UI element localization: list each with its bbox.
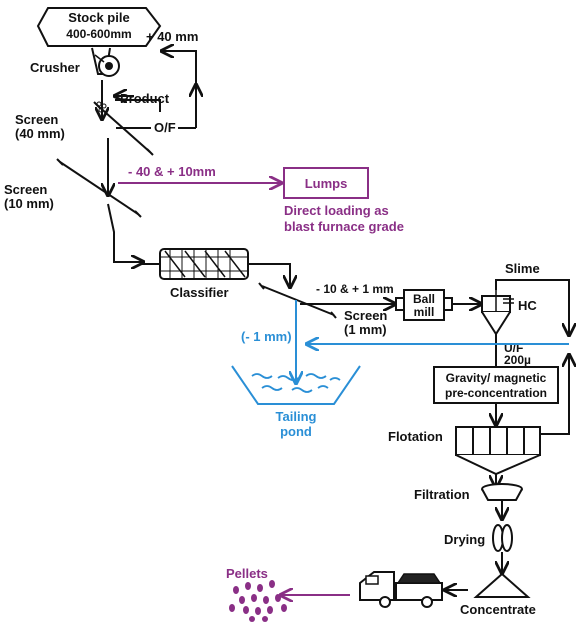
lumps-label: Lumps xyxy=(305,176,348,191)
concentrate-pile-icon xyxy=(473,572,531,598)
product-label: Product xyxy=(120,91,170,106)
minus40-label: - 40 & + 10mm xyxy=(128,164,216,179)
filtration-label: Filtration xyxy=(414,487,470,502)
direct-loading-label-2: blast furnace grade xyxy=(284,219,404,234)
screen10-label-2: (10 mm) xyxy=(4,196,54,211)
tailing-label-2: pond xyxy=(280,424,312,439)
hydrocyclone-icon xyxy=(481,290,514,336)
tailing-pond-icon xyxy=(231,365,361,405)
pellets-icon xyxy=(229,580,287,622)
pellets-label: Pellets xyxy=(226,566,268,581)
slime-label: Slime xyxy=(505,261,540,276)
concentrate-label: Concentrate xyxy=(460,602,536,617)
plus40-label: + 40 mm xyxy=(146,29,198,44)
screen-10mm xyxy=(56,158,142,218)
crusher-icon xyxy=(91,47,120,113)
minus1-label: (- 1 mm) xyxy=(241,329,292,344)
uf-label-2: 200µ xyxy=(504,353,531,367)
ball-mill-icon: Ball mill xyxy=(395,289,453,321)
screen1-label-2: (1 mm) xyxy=(344,322,387,337)
filter-icon xyxy=(481,483,523,501)
stockpile-label-2: 400-600mm xyxy=(66,27,131,41)
hc-label: HC xyxy=(518,298,537,313)
truck-icon xyxy=(359,571,443,608)
screen40-label-2: (40 mm) xyxy=(15,126,65,141)
ballmill-label-2: mill xyxy=(414,305,435,319)
stockpile-hopper: Stock pile 400-600mm xyxy=(36,7,162,47)
screen-1mm xyxy=(258,282,337,319)
direct-loading-label-1: Direct loading as xyxy=(284,203,389,218)
gravity-label-1: Gravity/ magnetic xyxy=(446,371,547,385)
of-label: O/F xyxy=(154,120,176,135)
flotation-cells-icon xyxy=(455,426,541,476)
recycle-arrow xyxy=(163,51,197,128)
screen40-label-1: Screen xyxy=(15,112,58,127)
drying-label: Drying xyxy=(444,532,485,547)
dryer-icon xyxy=(492,524,513,552)
stockpile-label-1: Stock pile xyxy=(68,10,129,25)
minus10-label: - 10 & + 1 mm xyxy=(316,282,394,296)
screen1-label-1: Screen xyxy=(344,308,387,323)
ballmill-label-1: Ball xyxy=(413,292,435,306)
tailing-label-1: Tailing xyxy=(276,409,317,424)
gravity-label-2: pre-concentration xyxy=(445,386,547,400)
classifier-drum-icon xyxy=(142,248,262,280)
lumps-box xyxy=(283,167,369,199)
screen10-label-1: Screen xyxy=(4,182,47,197)
flotation-label: Flotation xyxy=(388,429,443,444)
crusher-label: Crusher xyxy=(30,60,80,75)
classifier-label: Classifier xyxy=(170,285,229,300)
